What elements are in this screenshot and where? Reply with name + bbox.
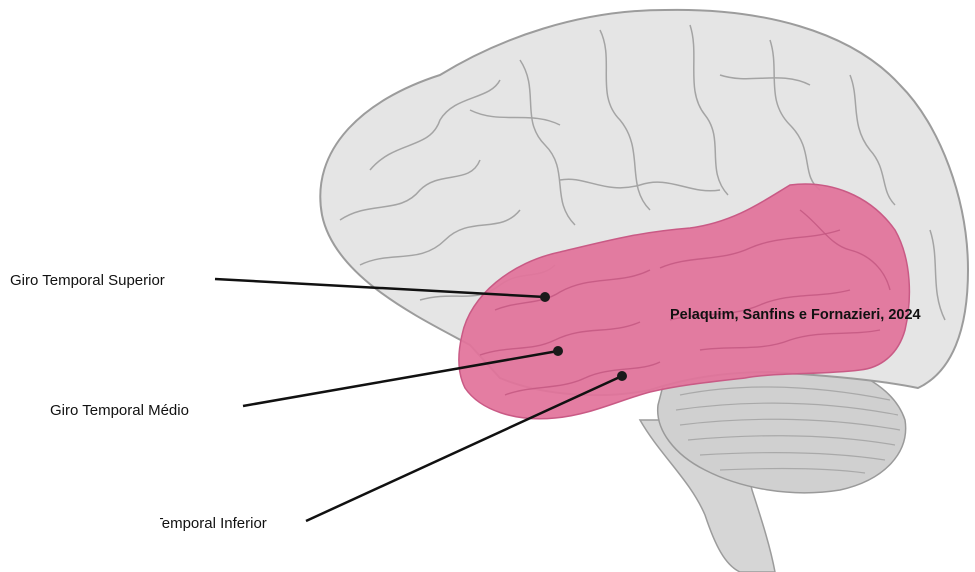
credit-text: Pelaquim, Sanfins e Fornazieri, 2024 [670,307,921,323]
leader-dot-medio [553,346,563,356]
leader-line-inferior [306,376,622,521]
label-giro-temporal-inferior-text: Giro Temporal Inferior [160,516,267,531]
leader-dot-superior [540,292,550,302]
label-giro-temporal-superior: Giro Temporal Superior [10,273,165,288]
label-giro-temporal-inferior: Giro Temporal Inferior [160,516,300,531]
leader-dot-inferior [617,371,627,381]
label-giro-temporal-medio: Giro Temporal Médio [50,403,189,418]
